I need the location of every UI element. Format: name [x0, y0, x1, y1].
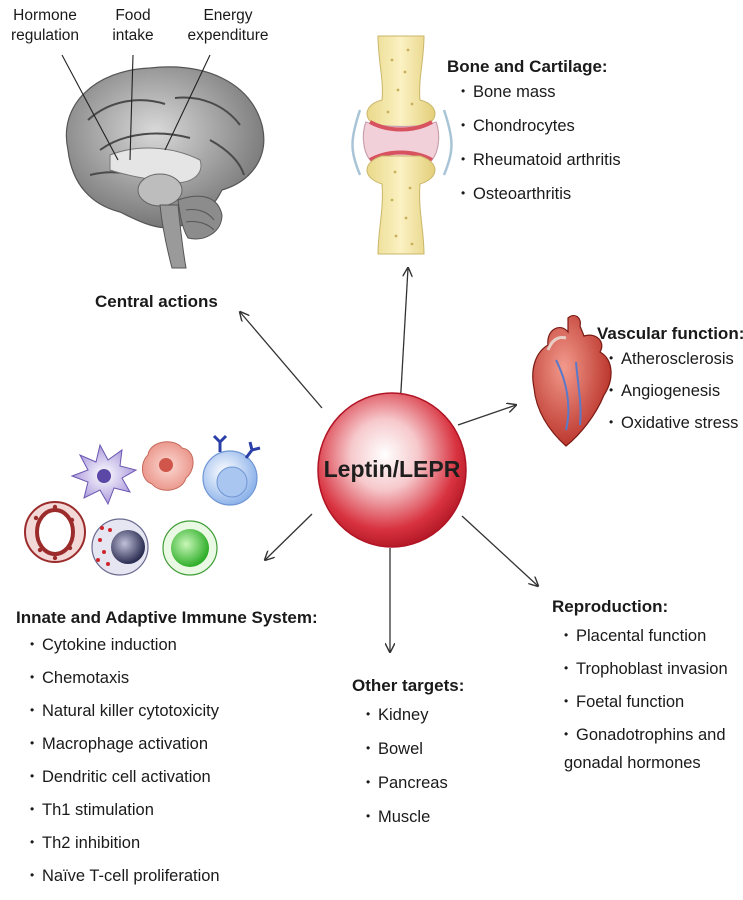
list-item: Bone mass	[461, 83, 621, 117]
list-item: Bowel	[366, 740, 464, 774]
list-item: Th1 stimulation	[30, 801, 318, 834]
label-energy-line2: expenditure	[187, 27, 269, 44]
label-hormone-line1: Hormone	[13, 7, 77, 24]
label-food-intake: Food intake	[105, 6, 161, 46]
bone-list: Bone mass Chondrocytes Rheumatoid arthri…	[461, 83, 621, 219]
list-item: Pancreas	[366, 774, 464, 808]
label-food-line1: Food	[115, 7, 151, 24]
list-item: Dendritic cell activation	[30, 768, 318, 801]
list-item: Gonadotrophins and	[564, 726, 728, 754]
reproduction-panel: Reproduction: Placental function Trophob…	[552, 597, 728, 773]
label-hormone-regulation: Hormone regulation	[0, 6, 90, 46]
list-item: Rheumatoid arthritis	[461, 151, 621, 185]
immune-panel: Innate and Adaptive Immune System: Cytok…	[16, 608, 318, 900]
arrow-to-immune	[265, 513, 313, 560]
list-item: Trophoblast invasion	[564, 660, 728, 693]
other-panel: Other targets: Kidney Bowel Pancreas Mus…	[352, 676, 464, 842]
list-item: Chemotaxis	[30, 669, 318, 702]
vascular-panel: Vascular function: Atherosclerosis Angio…	[597, 324, 743, 446]
label-food-line2: intake	[112, 27, 154, 44]
list-item: Foetal function	[564, 693, 728, 726]
immune-title: Innate and Adaptive Immune System:	[16, 608, 318, 627]
list-item: Osteoarthritis	[461, 185, 621, 219]
joint-illustration	[351, 35, 453, 255]
center-label: Leptin/LEPR	[323, 456, 461, 482]
arrow-to-reproduction	[461, 515, 538, 586]
other-title: Other targets:	[352, 676, 465, 695]
vascular-title: Vascular function:	[597, 324, 743, 343]
list-item: Placental function	[564, 627, 728, 660]
reproduction-continuation: gonadal hormones	[564, 754, 701, 772]
list-item: Natural killer cytotoxicity	[30, 702, 318, 735]
immune-list: Cytokine induction Chemotaxis Natural ki…	[30, 636, 318, 900]
label-hormone-line2: regulation	[10, 27, 80, 44]
list-item: Atherosclerosis	[609, 350, 743, 382]
vascular-list: Atherosclerosis Angiogenesis Oxidative s…	[609, 350, 743, 446]
arrow-to-vascular	[457, 405, 516, 426]
list-item: Kidney	[366, 706, 464, 740]
list-item: Th2 inhibition	[30, 834, 318, 867]
bone-title: Bone and Cartilage:	[447, 57, 608, 76]
label-energy-expenditure: Energy expenditure	[180, 6, 276, 46]
list-item: Macrophage activation	[30, 735, 318, 768]
central-actions-title: Central actions	[95, 292, 218, 311]
list-item: Angiogenesis	[609, 382, 743, 414]
other-list: Kidney Bowel Pancreas Muscle	[366, 706, 464, 842]
list-item: Naïve T-cell proliferation	[30, 867, 318, 900]
label-energy-line1: Energy	[203, 7, 253, 24]
arrow-to-bone	[399, 268, 408, 409]
list-item: Cytokine induction	[30, 636, 318, 669]
bone-panel: Bone and Cartilage: Bone mass Chondrocyt…	[447, 57, 621, 219]
immune-cells-illustration	[24, 434, 261, 576]
reproduction-list: Placental function Trophoblast invasion …	[564, 627, 728, 754]
reproduction-title: Reproduction:	[552, 597, 669, 616]
brain-illustration	[65, 66, 265, 269]
leptin-ellipse	[317, 392, 467, 548]
list-item: Oxidative stress	[609, 414, 743, 446]
list-item: Chondrocytes	[461, 117, 621, 151]
arrow-to-central	[240, 312, 323, 409]
list-item: Muscle	[366, 808, 464, 842]
